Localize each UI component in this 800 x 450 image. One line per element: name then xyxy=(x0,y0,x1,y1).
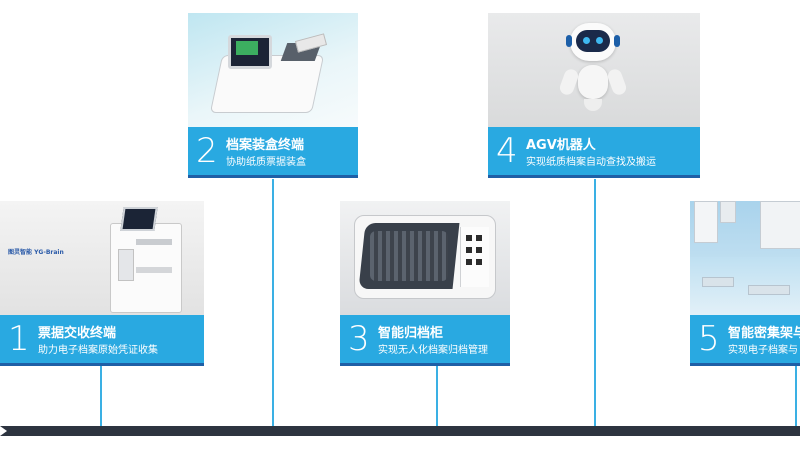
card-3-title: 智能归档柜 xyxy=(378,326,444,341)
brand-logo: 图灵智能 YG-Brain xyxy=(8,249,64,256)
card-1-number: 1 xyxy=(8,319,30,359)
card-2-caption: 2 档案装盒终端 协助纸质票据装盒 xyxy=(188,127,358,178)
card-5-number: 5 xyxy=(698,319,720,359)
timeline-bar xyxy=(0,426,800,436)
connector-5 xyxy=(795,366,797,426)
connector-2 xyxy=(272,179,274,426)
timeline-arrow-icon xyxy=(0,426,7,436)
card-4: 4 AGV机器人 实现纸质档案自动查找及搬运 xyxy=(488,13,700,178)
boxing-terminal-image xyxy=(188,13,358,127)
card-3-subtitle: 实现无人化档案归档管理 xyxy=(378,345,488,356)
card-3: 3 智能归档柜 实现无人化档案归档管理 xyxy=(340,201,510,366)
card-3-caption: 3 智能归档柜 实现无人化档案归档管理 xyxy=(340,315,510,366)
card-5-subtitle: 实现电子档案与 xyxy=(728,345,798,356)
card-1-title: 票据交收终端 xyxy=(38,326,117,341)
terminal-device-image: 图灵智能 YG-Brain xyxy=(0,201,204,315)
card-3-number: 3 xyxy=(348,319,370,359)
card-1-caption: 1 票据交收终端 助力电子档案原始凭证收集 xyxy=(0,315,204,366)
card-5: 5 智能密集架与 实现电子档案与 xyxy=(690,201,800,366)
card-2-title: 档案装盒终端 xyxy=(226,138,305,153)
card-4-subtitle: 实现纸质档案自动查找及搬运 xyxy=(526,157,656,168)
card-2-number: 2 xyxy=(196,131,218,171)
card-1-subtitle: 助力电子档案原始凭证收集 xyxy=(38,345,158,356)
connector-4 xyxy=(594,179,596,426)
archive-cabinet-image xyxy=(340,201,510,315)
card-4-title: AGV机器人 xyxy=(526,138,596,153)
card-4-caption: 4 AGV机器人 实现纸质档案自动查找及搬运 xyxy=(488,127,700,178)
card-5-title: 智能密集架与 xyxy=(728,326,800,341)
card-2-subtitle: 协助纸质票据装盒 xyxy=(226,157,306,168)
card-5-caption: 5 智能密集架与 实现电子档案与 xyxy=(690,315,800,366)
connector-1 xyxy=(100,366,102,426)
connector-3 xyxy=(436,366,438,426)
card-1: 图灵智能 YG-Brain 1 票据交收终端 助力电子档案原始凭证收集 xyxy=(0,201,204,366)
shelving-image xyxy=(690,201,800,315)
robot-image xyxy=(488,13,700,127)
card-4-number: 4 xyxy=(496,131,518,171)
card-2: 2 档案装盒终端 协助纸质票据装盒 xyxy=(188,13,358,178)
